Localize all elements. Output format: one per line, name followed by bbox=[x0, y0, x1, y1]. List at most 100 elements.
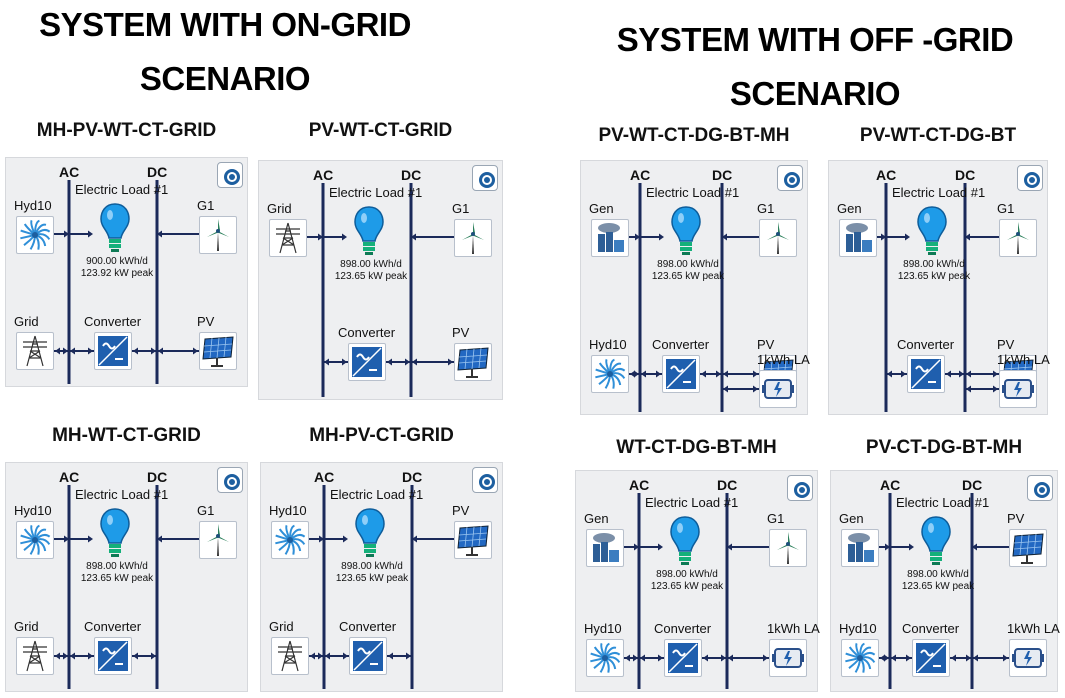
ac_top-component[interactable] bbox=[16, 216, 54, 254]
converter-label: Converter bbox=[897, 337, 955, 352]
converter-component[interactable] bbox=[94, 332, 132, 370]
dc_mid-component[interactable] bbox=[1009, 639, 1047, 677]
ac_top-component[interactable] bbox=[839, 219, 877, 257]
converter-ac-arrow-2 bbox=[906, 654, 911, 662]
electric-load-label: Electric Load #1 bbox=[892, 185, 986, 200]
converter-dc-arrow bbox=[951, 654, 956, 662]
settings-button[interactable] bbox=[217, 162, 243, 188]
panel-title: MH-WT-CT-GRID bbox=[52, 425, 201, 446]
dc_mid-component[interactable] bbox=[454, 343, 492, 381]
ac-bus-label: AC bbox=[59, 164, 80, 180]
ac_top-label: Hyd10 bbox=[269, 503, 307, 518]
dc-mid-arrow-2 bbox=[763, 654, 768, 662]
ac-bus-label: AC bbox=[59, 469, 80, 485]
ac-bottom-arrow bbox=[55, 652, 60, 660]
panel-title: MH-PV-CT-GRID bbox=[309, 425, 454, 446]
load-arrow bbox=[659, 233, 664, 241]
electric-load-label: Electric Load #1 bbox=[75, 182, 169, 197]
dc-mid-arrow bbox=[728, 654, 733, 662]
ac-top-arrow bbox=[64, 230, 69, 238]
load-arrow bbox=[658, 543, 663, 551]
panel-title: PV-WT-CT-DG-BT bbox=[859, 125, 1017, 146]
ac_top-component[interactable] bbox=[591, 219, 629, 257]
settings-button[interactable] bbox=[472, 165, 498, 191]
converter-dc-arrow-2 bbox=[716, 370, 721, 378]
ac_bottom-component[interactable] bbox=[16, 637, 54, 675]
off-grid-heading-line1: SYSTEM WITH OFF -GRID bbox=[616, 21, 1014, 58]
converter-ac-arrow-2 bbox=[656, 370, 661, 378]
converter-component[interactable] bbox=[348, 343, 386, 381]
ac_top-component[interactable] bbox=[271, 521, 309, 559]
ac_top-component[interactable] bbox=[841, 529, 879, 567]
converter-component[interactable] bbox=[662, 355, 700, 393]
load-peak: 123.65 kW peak bbox=[901, 581, 975, 592]
converter-component[interactable] bbox=[94, 637, 132, 675]
dc-mid-arrow bbox=[412, 358, 417, 366]
ac_top-component[interactable] bbox=[269, 219, 307, 257]
converter-dc-arrow-2 bbox=[721, 654, 726, 662]
ac-bus-label: AC bbox=[876, 167, 897, 183]
ac_bottom-label: Grid bbox=[14, 314, 39, 329]
load-kwh-per-day: 898.00 kWh/d bbox=[341, 561, 403, 572]
settings-button[interactable] bbox=[472, 467, 498, 493]
dc_top-component[interactable] bbox=[454, 521, 492, 559]
dc_top-component[interactable] bbox=[199, 521, 237, 559]
dc_bottom-component[interactable] bbox=[759, 370, 797, 408]
ac_bottom-component[interactable] bbox=[16, 332, 54, 370]
dc_top-component[interactable] bbox=[199, 216, 237, 254]
dc_top-label: PV bbox=[452, 503, 470, 518]
ac_top-component[interactable] bbox=[16, 521, 54, 559]
ac_top-component[interactable] bbox=[586, 529, 624, 567]
dc_mid-component[interactable] bbox=[769, 639, 807, 677]
dc-bus-label: DC bbox=[717, 477, 738, 493]
dc_bottom-component[interactable] bbox=[999, 370, 1037, 408]
dc-bottom-arrow bbox=[723, 385, 728, 393]
load-arrow bbox=[909, 543, 914, 551]
converter-component[interactable] bbox=[912, 639, 950, 677]
converter-component[interactable] bbox=[907, 355, 945, 393]
dc-bottom-arrow bbox=[966, 385, 971, 393]
load-kwh-per-day: 898.00 kWh/d bbox=[656, 569, 718, 580]
converter-ac-arrow bbox=[641, 370, 646, 378]
dc_mid-label: 1kWh LA bbox=[767, 621, 820, 636]
ac-bottom-arrow bbox=[310, 652, 315, 660]
ac_bottom-component[interactable] bbox=[271, 637, 309, 675]
converter-label: Converter bbox=[84, 619, 142, 634]
settings-button[interactable] bbox=[1027, 475, 1053, 501]
bus-diagram bbox=[307, 183, 454, 397]
converter-component[interactable] bbox=[349, 637, 387, 675]
load-peak: 123.65 kW peak bbox=[80, 573, 154, 584]
dc_mid-label: PV bbox=[452, 325, 470, 340]
dc_top-label: G1 bbox=[757, 201, 775, 216]
dc-top-arrow bbox=[157, 535, 162, 543]
dc_top-component[interactable] bbox=[1009, 529, 1047, 567]
converter-component[interactable] bbox=[664, 639, 702, 677]
ac_bottom-label: Hyd10 bbox=[839, 621, 877, 636]
settings-button[interactable] bbox=[787, 475, 813, 501]
dc_top-component[interactable] bbox=[454, 219, 492, 257]
settings-button[interactable] bbox=[1017, 165, 1043, 191]
dc_top-label: G1 bbox=[452, 201, 470, 216]
on-grid-heading-line1: SYSTEM WITH ON-GRID bbox=[39, 6, 411, 43]
settings-button[interactable] bbox=[777, 165, 803, 191]
dc_top-component[interactable] bbox=[759, 219, 797, 257]
converter-label: Converter bbox=[338, 325, 396, 340]
ac_bottom-component[interactable] bbox=[841, 639, 879, 677]
converter-ac-arrow-2 bbox=[342, 358, 347, 366]
dc-top-arrow bbox=[972, 543, 977, 551]
ac_bottom-label: Grid bbox=[14, 619, 39, 634]
settings-button[interactable] bbox=[217, 467, 243, 493]
dc_top-component[interactable] bbox=[769, 529, 807, 567]
ac_bottom-component[interactable] bbox=[591, 355, 629, 393]
ac_bottom-component[interactable] bbox=[586, 639, 624, 677]
dc_mid-component[interactable] bbox=[199, 332, 237, 370]
converter-dc-arrow-2 bbox=[151, 652, 156, 660]
converter-dc-arrow-2 bbox=[405, 358, 410, 366]
bus-diagram bbox=[54, 180, 199, 384]
dc_top-label: G1 bbox=[997, 201, 1015, 216]
dc_top-component[interactable] bbox=[999, 219, 1037, 257]
